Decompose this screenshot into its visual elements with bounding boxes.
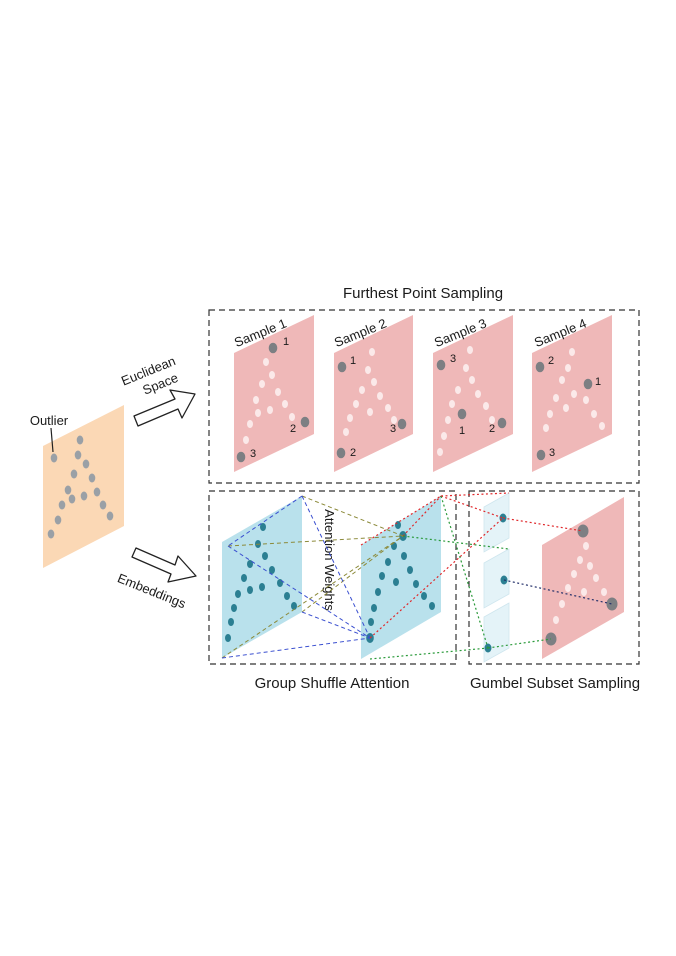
gss-output-panel [542, 497, 624, 659]
embeddings-arrow: Embeddings [115, 547, 197, 612]
svg-text:1: 1 [350, 355, 356, 367]
attention-panel-right [361, 496, 441, 659]
attention-panel-left [222, 496, 302, 658]
svg-text:2: 2 [290, 423, 296, 435]
attention-lines [221, 495, 404, 659]
svg-text:3: 3 [390, 423, 396, 435]
svg-text:3: 3 [250, 448, 256, 460]
outlier-pointer [50, 427, 54, 453]
svg-text:2: 2 [489, 423, 495, 435]
gss-mini-panels [483, 492, 510, 663]
sample-panel-3: 3 1 2 Sample 3 [432, 315, 513, 472]
svg-text:1: 1 [459, 425, 465, 437]
svg-text:2: 2 [548, 355, 554, 367]
sample-panel-2: 1 3 2 Sample 2 [332, 315, 413, 472]
svg-text:3: 3 [450, 353, 456, 365]
furthest-point-sampling-title: Furthest Point Sampling [343, 285, 503, 302]
outlier-label: Outlier [30, 413, 69, 428]
svg-text:3: 3 [549, 447, 555, 459]
gss-dashed-box [468, 490, 640, 665]
gsa-dashed-box [208, 490, 457, 665]
svg-text:1: 1 [283, 336, 289, 348]
sampling-lines [360, 492, 613, 660]
fps-dashed-box [208, 309, 640, 484]
attention-weights-label: Attention Weights [322, 509, 337, 611]
input-point-cloud-panel: Outlier [30, 405, 124, 568]
sample-panel-1: 1 2 3 Sample 1 [232, 315, 314, 472]
svg-text:2: 2 [350, 447, 356, 459]
euclidean-arrow: Euclidean Space [119, 353, 196, 427]
gumbel-subset-sampling-title: Gumbel Subset Sampling [470, 675, 640, 692]
input-points [47, 435, 114, 539]
svg-text:1: 1 [595, 376, 601, 388]
sample-panel-4: 2 1 3 Sample 4 [532, 315, 612, 472]
group-shuffle-attention-title: Group Shuffle Attention [255, 675, 410, 692]
